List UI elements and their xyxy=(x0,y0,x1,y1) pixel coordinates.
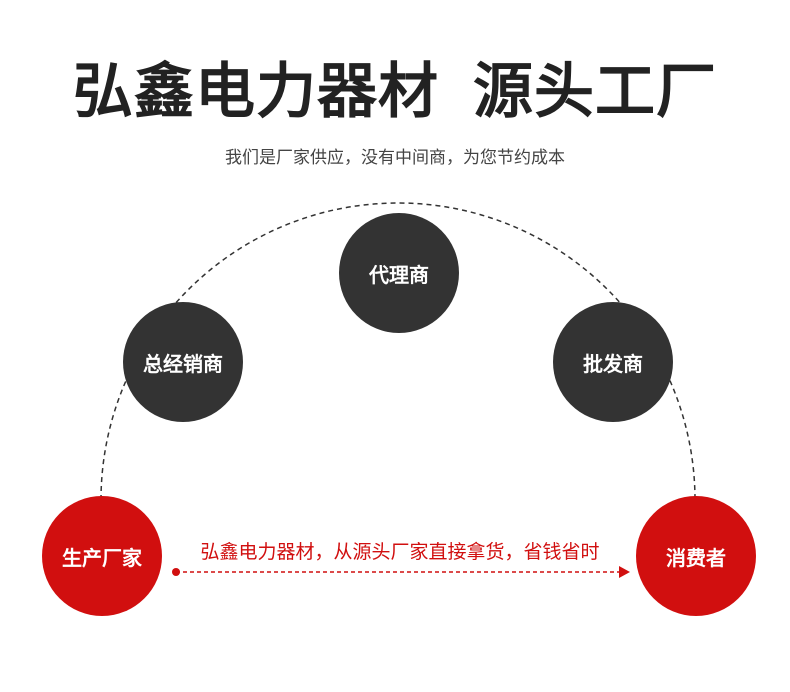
arrow-head-icon xyxy=(619,566,630,578)
node-wholesaler-label: 批发商 xyxy=(583,351,643,376)
node-wholesaler: 批发商 xyxy=(553,302,673,422)
node-consumer: 消费者 xyxy=(636,496,756,616)
node-distributor: 总经销商 xyxy=(123,302,243,422)
node-agent-label: 代理商 xyxy=(369,262,429,287)
node-agent: 代理商 xyxy=(339,213,459,333)
title-brand: 弘鑫电力器材 xyxy=(73,57,439,127)
title-slogan: 源头工厂 xyxy=(473,57,717,127)
arrow-start-dot xyxy=(172,568,180,576)
page-subtitle: 我们是厂家供应，没有中间商，为您节约成本 xyxy=(225,148,565,168)
node-manufacturer: 生产厂家 xyxy=(42,496,162,616)
node-manufacturer-label: 生产厂家 xyxy=(62,545,142,570)
page-title: 弘鑫电力器材源头工厂 xyxy=(0,52,790,132)
node-consumer-label: 消费者 xyxy=(666,545,726,570)
direct-supply-label: 弘鑫电力器材，从源头厂家直接拿货，省钱省时 xyxy=(200,541,600,563)
node-distributor-label: 总经销商 xyxy=(143,351,223,376)
